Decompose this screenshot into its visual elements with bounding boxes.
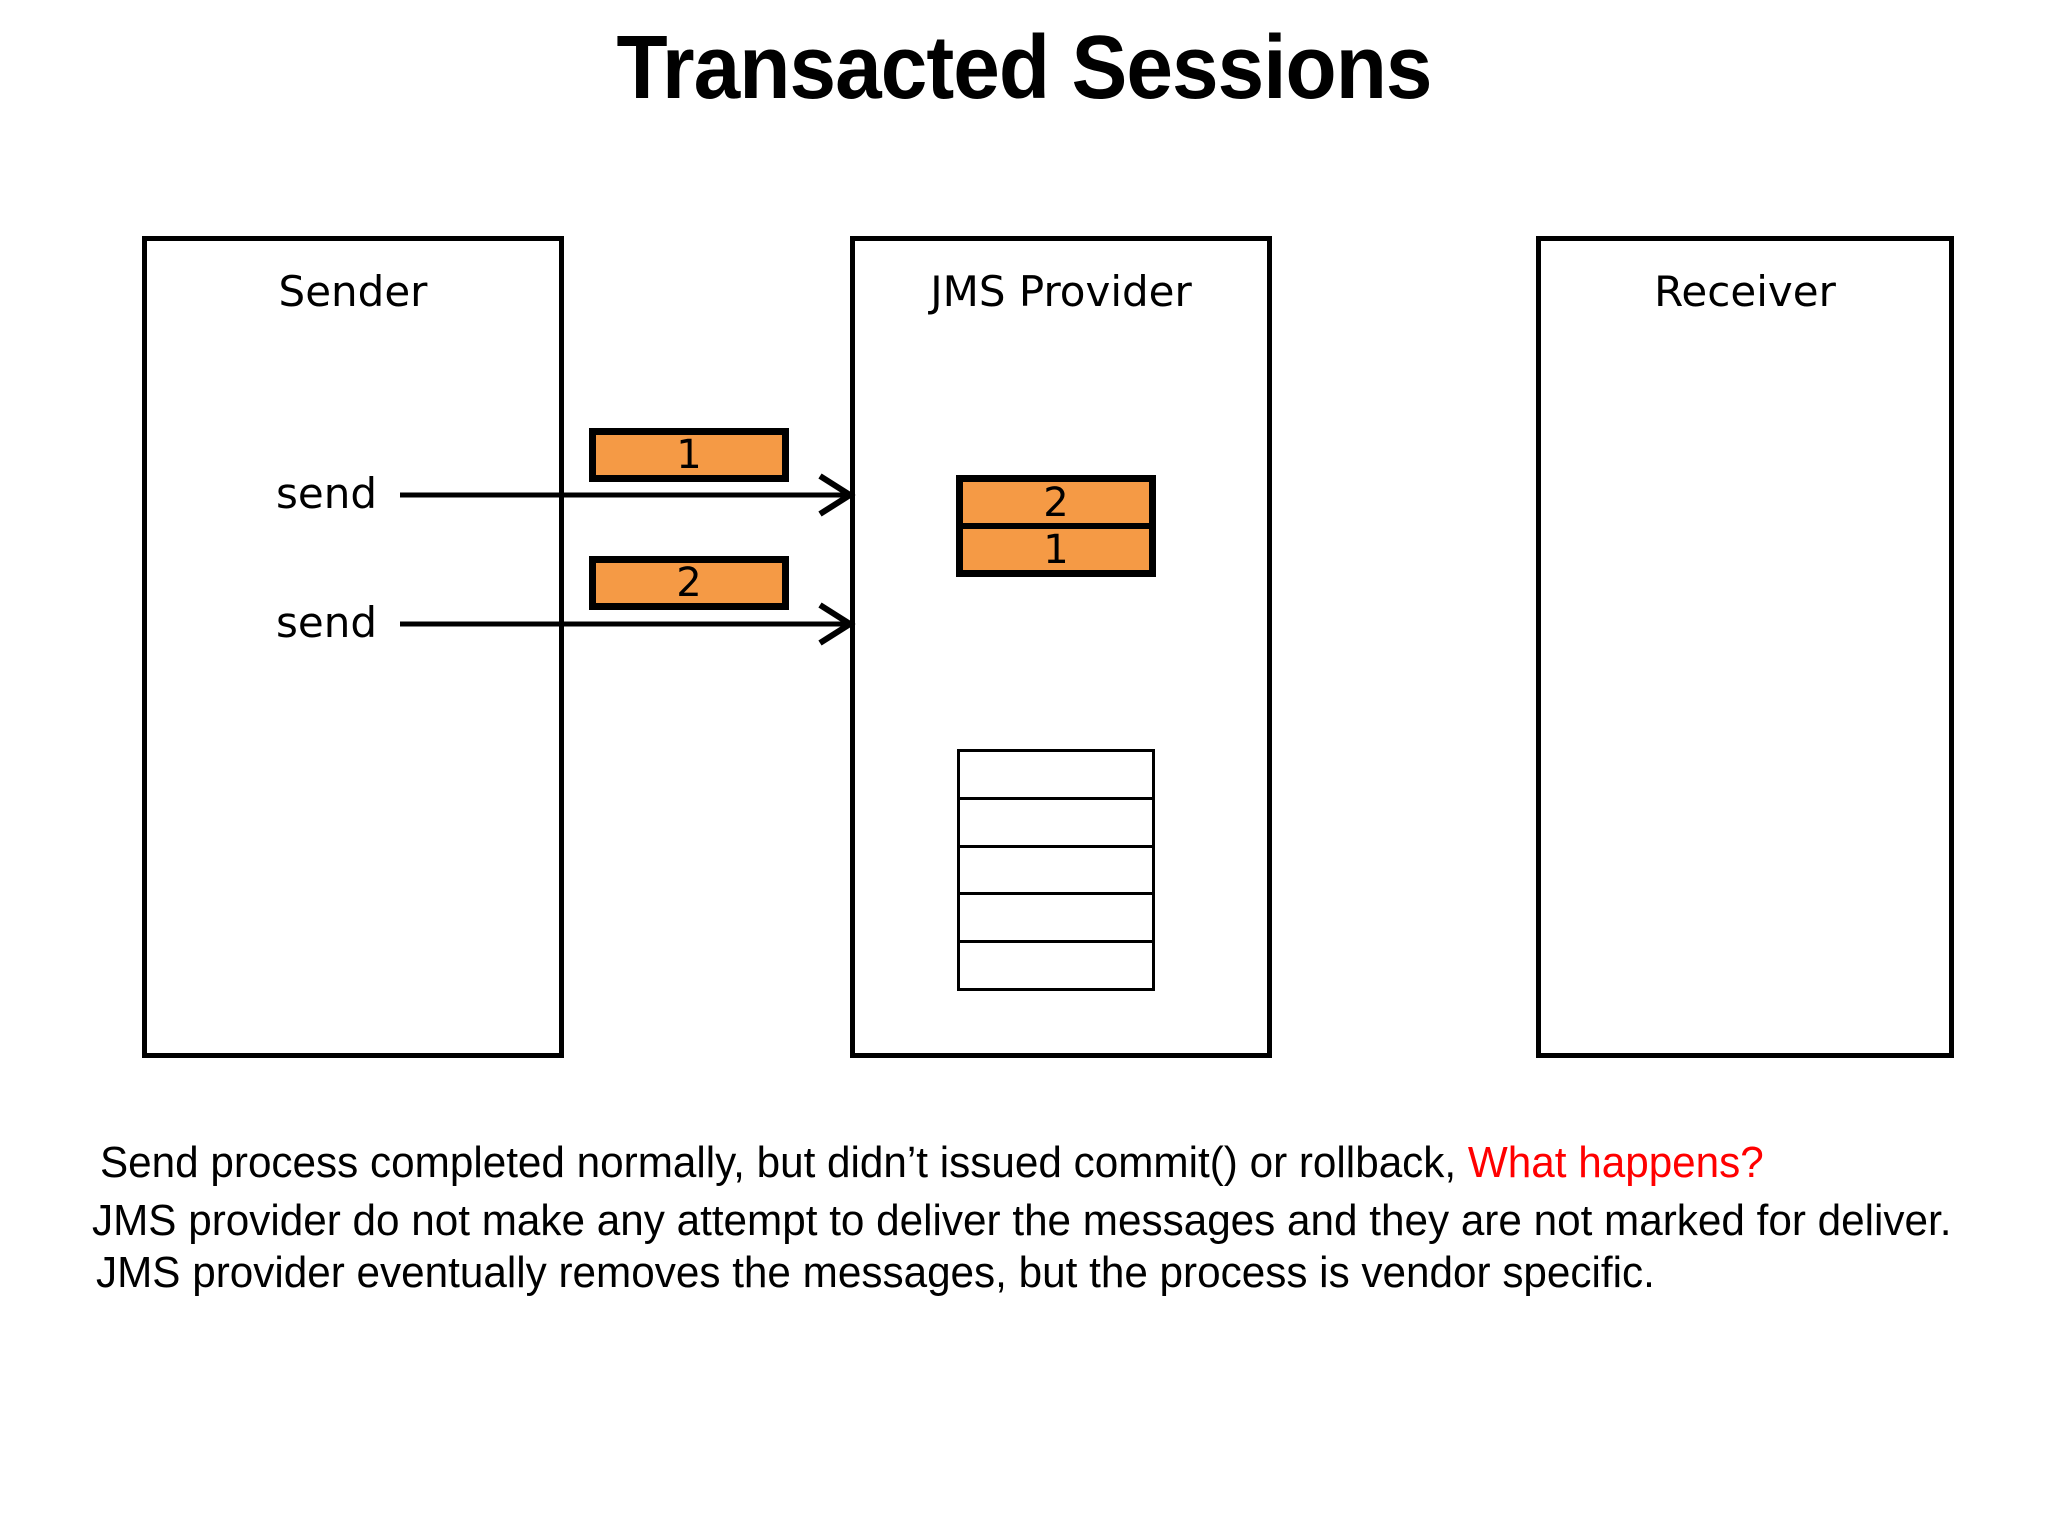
send-arrow-1 (400, 473, 856, 517)
provider-message-2: 2 (963, 482, 1149, 523)
provider-message-1: 1 (963, 523, 1149, 570)
send-arrow-2 (400, 602, 856, 646)
queue-slot-1 (960, 752, 1152, 797)
message-in-flight-1: 1 (589, 428, 789, 482)
provider-queue (957, 749, 1155, 991)
caption-line-2: JMS provider do not make any attempt to … (92, 1196, 1952, 1245)
send-action-label-1: send (276, 469, 378, 518)
lane-sender: Sender (142, 236, 564, 1058)
queue-slot-5 (960, 940, 1152, 988)
page-title: Transacted Sessions (616, 18, 1432, 118)
send-action-label-2: send (276, 598, 378, 647)
lane-receiver-label: Receiver (1654, 267, 1836, 316)
lane-receiver: Receiver (1536, 236, 1954, 1058)
lane-jms-provider-label: JMS Provider (930, 267, 1192, 316)
caption-line-1-accent: What happens? (1467, 1138, 1764, 1187)
caption-line-1-text: Send process completed normally, but did… (100, 1138, 1468, 1187)
message-in-flight-2: 2 (589, 556, 789, 610)
provider-message-stack: 2 1 (956, 475, 1156, 577)
caption-line-1: Send process completed normally, but did… (100, 1136, 1764, 1190)
queue-slot-3 (960, 844, 1152, 893)
caption-line-3: JMS provider eventually removes the mess… (96, 1248, 1655, 1297)
queue-slot-4 (960, 892, 1152, 941)
lane-sender-label: Sender (278, 267, 428, 316)
queue-slot-2 (960, 796, 1152, 845)
